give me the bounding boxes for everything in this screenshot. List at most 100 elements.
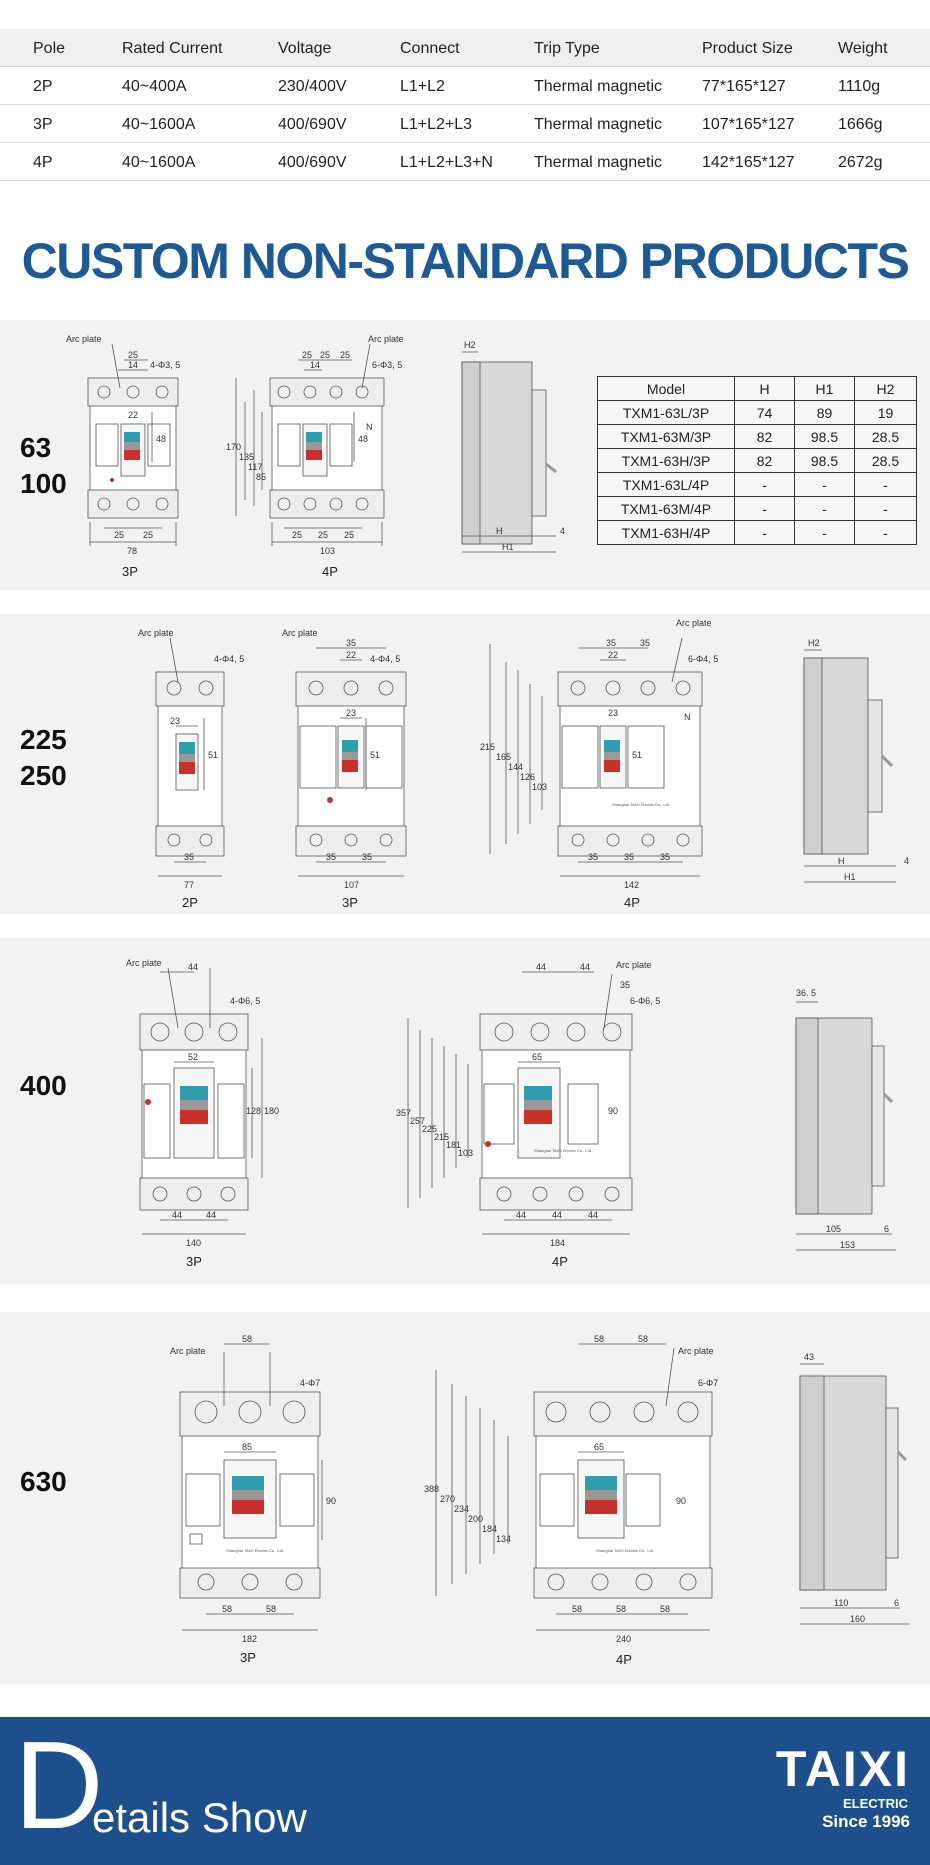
dim-label: 35 [326, 852, 336, 862]
dim-label: 35 [640, 638, 650, 648]
dim-label: 6 [884, 1224, 889, 1234]
dim-label: 110 [834, 1598, 848, 1608]
dim-label: 23 [608, 708, 618, 718]
dim-label: H2 [808, 638, 820, 648]
dim-label: 14 [128, 360, 138, 370]
arc-plate-label: Arc plate [616, 960, 652, 970]
dim-label: 58 [572, 1604, 582, 1614]
cell: - [854, 496, 917, 521]
header-product-size: Product Size [702, 40, 793, 57]
dim-label: 182 [242, 1634, 257, 1644]
dim-label: 134 [496, 1534, 511, 1544]
dim-label: 234 [454, 1504, 469, 1514]
custom-products-title: CUSTOM NON-STANDARD PRODUCTS [21, 233, 910, 289]
cell: 230/400V [278, 78, 347, 95]
dim-label: 270 [440, 1494, 455, 1504]
band-label-line1: 225 [20, 724, 67, 755]
band-630: 630 [0, 1312, 930, 1684]
dim-label: 4 [904, 856, 909, 866]
table-row: TXM1-63H/4P - - - [597, 520, 917, 545]
header-rated-current: Rated Current [122, 40, 223, 57]
table-row: 4P 40~1600A 400/690V L1+L2+L3+N Thermal … [0, 143, 930, 181]
band-63-100: 63 100 [0, 320, 930, 590]
hole-label: 4-Φ4, 5 [214, 654, 244, 664]
hole-label: 6-Φ4, 5 [688, 654, 718, 664]
arc-plate-label: Arc plate [170, 1346, 206, 1356]
hole-label: 4-Φ3, 5 [150, 360, 180, 370]
table-row: TXM1-63M/3P 82 98.5 28.5 [597, 424, 917, 449]
cell: L1+L2+L3 [400, 116, 473, 133]
caption-3p: 3P [342, 895, 358, 910]
details-footer: D etails Show TAIXI ELECTRIC Since 1996 [0, 1717, 930, 1865]
dim-label: 135 [239, 452, 254, 462]
header-weight: Weight [838, 40, 888, 57]
cell: 400/690V [278, 154, 347, 171]
drawings-400: Arc plate 4-Φ6, 5 44 52 128 180 44 44 14… [126, 958, 896, 1269]
table-row: TXM1-63L/4P - - - [597, 472, 917, 497]
caption-4p: 4P [322, 564, 338, 579]
dim-label: 240 [616, 1634, 631, 1644]
dim-label: 225 [422, 1124, 437, 1134]
dim-label: 44 [580, 962, 590, 972]
drawings-63: Arc plate 4-Φ3, 5 25 14 22 48 25 25 78 3… [66, 334, 565, 579]
cell: 400/690V [278, 116, 347, 133]
arc-plate-label: Arc plate [368, 334, 404, 344]
dim-label: 107 [344, 880, 359, 890]
spec-table: Pole Rated Current Voltage Connect Trip … [0, 29, 930, 181]
dim-label: 51 [208, 750, 218, 760]
cell: 98.5 [794, 448, 855, 473]
band-400: 400 [0, 938, 930, 1284]
drawings-225: Arc plate 4-Φ4, 5 23 51 35 77 2P Arc pla… [138, 618, 909, 910]
dim-label: 128 [246, 1106, 261, 1116]
dim-label: 35 [660, 852, 670, 862]
dim-label: 215 [480, 742, 495, 752]
cell: - [734, 472, 795, 497]
dim-label: 22 [346, 650, 356, 660]
cell: - [794, 472, 855, 497]
cell: L1+L2 [400, 78, 445, 95]
header-connect: Connect [400, 40, 460, 57]
band-225-250: 225 250 [0, 614, 930, 914]
cell: 107*165*127 [702, 116, 795, 133]
cell: Model [597, 376, 735, 401]
cell: - [794, 496, 855, 521]
dim-label: 4 [560, 526, 565, 536]
maker-text: Shanghai TAIXI Electric Co., Ltd. [534, 1148, 592, 1153]
dim-label: 77 [184, 880, 194, 890]
header-trip-type: Trip Type [534, 40, 600, 57]
cell: 82 [734, 448, 795, 473]
dim-label: 23 [170, 716, 180, 726]
maker-text: Shanghai TAIXI Electric Co., Ltd. [596, 1548, 654, 1553]
dim-label: 25 [143, 530, 153, 540]
band-label: 400 [20, 1068, 67, 1104]
table-row: TXM1-63L/3P 74 89 19 [597, 400, 917, 425]
cell: - [734, 496, 795, 521]
cell: 28.5 [854, 448, 917, 473]
dim-label: 44 [588, 1210, 598, 1220]
dim-label: 14 [310, 360, 320, 370]
band-label-line2: 250 [20, 760, 67, 791]
dim-label: H1 [502, 542, 514, 552]
dim-label: 58 [242, 1334, 252, 1344]
dim-label: 35 [346, 638, 356, 648]
dim-label: 153 [840, 1240, 855, 1250]
table-row: 2P 40~400A 230/400V L1+L2 Thermal magnet… [0, 67, 930, 105]
hole-label: 4-Φ7 [300, 1378, 320, 1388]
cell: 2672g [838, 154, 883, 171]
dim-label: 215 [434, 1132, 449, 1142]
caption-4p: 4P [552, 1254, 568, 1269]
maker-text: Shanghai TAIXI Electric Co., Ltd. [612, 802, 670, 807]
dim-label: H [838, 856, 845, 866]
dim-label: 35 [362, 852, 372, 862]
cell: H1 [794, 376, 855, 401]
caption-3p: 3P [186, 1254, 202, 1269]
arc-plate-label: Arc plate [126, 958, 162, 968]
dim-label: 58 [616, 1604, 626, 1614]
dim-label: 35 [184, 852, 194, 862]
dim-label: 58 [222, 1604, 232, 1614]
dim-label: 22 [128, 410, 138, 420]
dim-label: 52 [188, 1052, 198, 1062]
brand-logo: TAIXI [775, 1741, 910, 1797]
cell: TXM1-63M/3P [597, 424, 735, 449]
dim-label: 25 [302, 350, 312, 360]
